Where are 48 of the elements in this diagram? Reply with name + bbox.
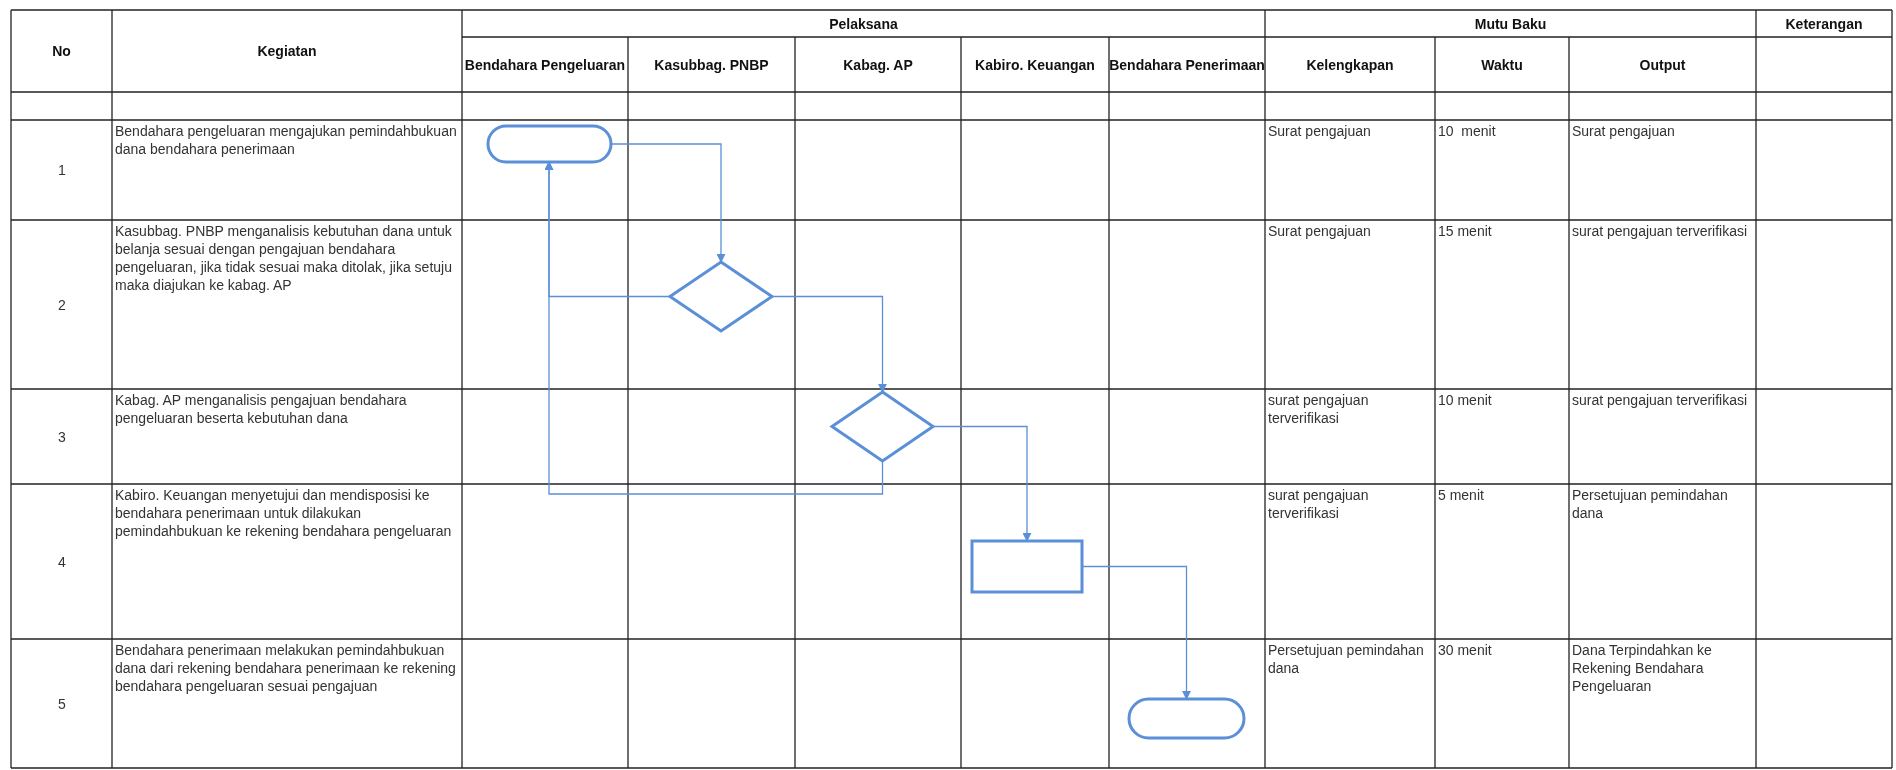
duration-text: 10 menit xyxy=(1438,391,1493,409)
column-header: Bendahara Penerimaan xyxy=(1109,55,1265,74)
output-text: surat pengajuan terverifikasi xyxy=(1572,222,1749,240)
row-number: 2 xyxy=(57,295,67,314)
requirement-text: surat pengajuan terverifikasi xyxy=(1268,486,1370,522)
output-text: Persetujuan pemindahan dana xyxy=(1572,486,1729,522)
activity-text: Kabiro. Keuangan menyetujui dan mendisposisi ke bendahara penerimaan untuk dilakukan pemindahbukuan ke rekening bendahara pengeluaran xyxy=(115,486,453,540)
activity-text: Bendahara pengeluaran mengajukan pemindahbukuan dana bendahara penerimaan xyxy=(115,122,458,158)
row-number: 5 xyxy=(57,694,67,713)
row-number: 1 xyxy=(57,161,67,179)
output-text: Surat pengajuan xyxy=(1572,122,1676,140)
requirement-text: Surat pengajuan xyxy=(1268,222,1372,240)
terminal-shape xyxy=(1127,697,1246,740)
arrow xyxy=(771,295,887,393)
activity-text: Kabag. AP menganalisis pengajuan bendahara pengeluaran beserta kebutuhan dana xyxy=(115,391,408,427)
output-text: surat pengajuan terverifikasi xyxy=(1572,391,1749,409)
requirement-text: surat pengajuan terverifikasi xyxy=(1268,391,1370,427)
column-header: Kabiro. Keuangan xyxy=(975,55,1095,74)
row-number: 3 xyxy=(57,427,67,446)
group-header: Pelaksana xyxy=(829,14,898,33)
arrow xyxy=(544,161,884,495)
terminal-shape xyxy=(486,124,613,164)
column-header: Kelengkapan xyxy=(1306,55,1394,74)
group-header: Mutu Baku xyxy=(1474,14,1547,33)
arrow xyxy=(610,143,726,263)
column-header: Waktu xyxy=(1481,55,1523,74)
column-header: Kabag. AP xyxy=(843,55,913,74)
requirement-text: Persetujuan pemindahan dana xyxy=(1268,641,1425,677)
process-box xyxy=(970,539,1084,594)
row-number: 4 xyxy=(57,552,67,571)
column-header: Bendahara Pengeluaran xyxy=(464,55,626,74)
arrow xyxy=(932,425,1032,542)
duration-text: 5 menit xyxy=(1438,486,1485,504)
column-header: Kegiatan xyxy=(257,42,317,60)
duration-text: 30 menit xyxy=(1438,641,1493,659)
column-header: Output xyxy=(1639,55,1686,74)
column-header: Keterangan xyxy=(1785,14,1863,33)
output-text: Dana Terpindahkan ke Rekening Bendahara Pengeluaran xyxy=(1572,641,1713,695)
duration-text: 10 menit xyxy=(1438,122,1497,140)
decision-diamond xyxy=(667,260,775,333)
arrow xyxy=(1081,565,1191,700)
column-header: No xyxy=(52,42,71,60)
requirement-text: Surat pengajuan xyxy=(1268,122,1372,140)
column-header: Kasubbag. PNBP xyxy=(654,55,769,74)
decision-diamond xyxy=(829,390,936,463)
activity-text: Kasubbag. PNBP menganalisis kebutuhan dana untuk belanja sesuai dengan pengajuan bendahara pengeluaran, jika tidak sesuai maka ditolak, jika setuju maka diajukan ke kabag. AP xyxy=(115,222,453,294)
duration-text: 15 menit xyxy=(1438,222,1493,240)
activity-text: Bendahara penerimaan melakukan pemindahbukuan dana dari rekening bendahara penerimaan ke rekening bendahara pengeluaran sesuai pengajuan xyxy=(115,641,457,695)
